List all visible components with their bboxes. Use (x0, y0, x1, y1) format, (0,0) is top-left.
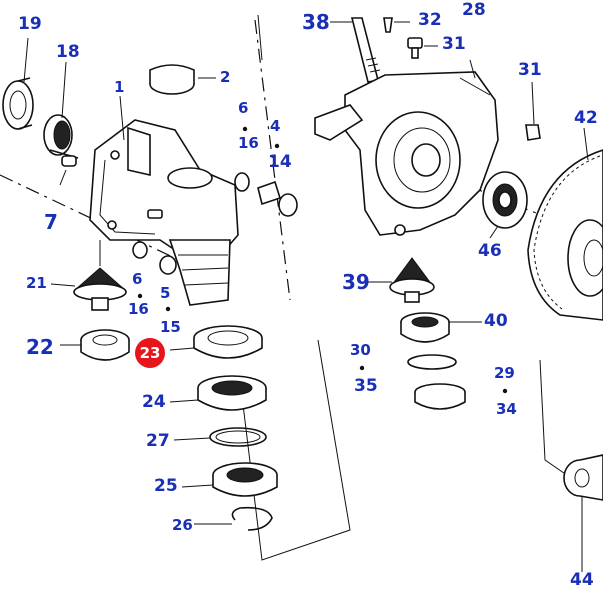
part-22-bearing[interactable] (80, 329, 130, 361)
callout-34[interactable]: 34 (496, 400, 517, 418)
callout-18[interactable]: 18 (56, 42, 80, 62)
callout-38[interactable]: 38 (302, 10, 330, 34)
callout-4[interactable]: 4 (270, 117, 281, 135)
part-6-washer-lower[interactable] (132, 241, 148, 259)
leader-lines (23, 21, 589, 572)
part-44-flange[interactable] (563, 454, 603, 501)
part-46-bearing[interactable] (482, 171, 528, 229)
part-1-housing[interactable] (89, 119, 239, 306)
callout-27[interactable]: 27 (146, 431, 170, 451)
callout-25[interactable]: 25 (154, 476, 178, 496)
callout-26[interactable]: 26 (172, 516, 193, 534)
callout-15[interactable]: 15 (160, 318, 181, 336)
part-23-seal[interactable] (193, 325, 263, 359)
callout-29[interactable]: 29 (494, 364, 515, 382)
part-34-spacer[interactable] (414, 383, 466, 410)
callout-14[interactable]: 14 (268, 152, 292, 172)
part-35-snap-ring[interactable] (407, 354, 457, 370)
callout-39[interactable]: 39 (342, 270, 370, 294)
reference-dots (137, 126, 508, 394)
callout-21[interactable]: 21 (26, 274, 47, 292)
centre-line-left (0, 174, 201, 271)
frame-line-top (257, 14, 263, 61)
frame-line-lower (239, 339, 351, 561)
steering-knuckle-housing[interactable] (314, 59, 499, 236)
callout-30[interactable]: 30 (350, 341, 371, 359)
part-39-pinion[interactable] (389, 257, 435, 303)
callout-35[interactable]: 35 (354, 376, 378, 396)
callout-42[interactable]: 42 (574, 108, 598, 128)
part-27-snap-ring[interactable] (209, 427, 267, 447)
part-31-bolt-top[interactable] (407, 37, 423, 59)
callout-1[interactable]: 1 (114, 78, 125, 96)
part-26-circlip[interactable] (231, 506, 273, 531)
part-16-washer[interactable] (234, 172, 250, 192)
part-21-pinion[interactable] (73, 267, 127, 311)
callout-23-highlighted[interactable]: 23 (135, 338, 165, 368)
callout-16-lower[interactable]: 16 (128, 300, 149, 318)
part-24-bearing[interactable] (197, 375, 267, 411)
callout-32[interactable]: 32 (418, 10, 442, 30)
callout-44[interactable]: 44 (570, 570, 594, 590)
part-18-bearing[interactable] (43, 114, 79, 159)
centre-line-vertical (254, 19, 291, 301)
part-2-cap[interactable] (149, 64, 195, 95)
part-32-screw[interactable] (383, 17, 393, 33)
part-40-bearing[interactable] (400, 312, 450, 343)
part-7-pin[interactable] (61, 155, 77, 167)
callout-28[interactable]: 28 (462, 2, 486, 16)
callout-31-right[interactable]: 31 (518, 60, 542, 80)
callout-31-top[interactable]: 31 (442, 34, 466, 54)
callout-22[interactable]: 22 (26, 335, 54, 359)
part-14-bolt[interactable] (257, 180, 298, 217)
callout-16-upper[interactable]: 16 (238, 134, 259, 152)
callout-40[interactable]: 40 (484, 311, 508, 331)
part-5-nut[interactable] (159, 255, 177, 275)
callout-24[interactable]: 24 (142, 392, 166, 412)
callout-2[interactable]: 2 (220, 68, 231, 86)
callout-6-lower[interactable]: 6 (132, 270, 143, 288)
callout-5[interactable]: 5 (160, 284, 171, 302)
part-19-seal[interactable] (2, 77, 34, 130)
callout-7[interactable]: 7 (44, 210, 58, 234)
part-38-shaft[interactable] (350, 17, 381, 83)
part-31-nut-right[interactable] (525, 124, 541, 141)
callout-46[interactable]: 46 (478, 241, 502, 261)
part-25-bearing[interactable] (212, 462, 278, 497)
part-42-ring-gear[interactable] (527, 149, 603, 321)
callout-19[interactable]: 19 (18, 14, 42, 34)
callout-6-upper[interactable]: 6 (238, 99, 249, 117)
